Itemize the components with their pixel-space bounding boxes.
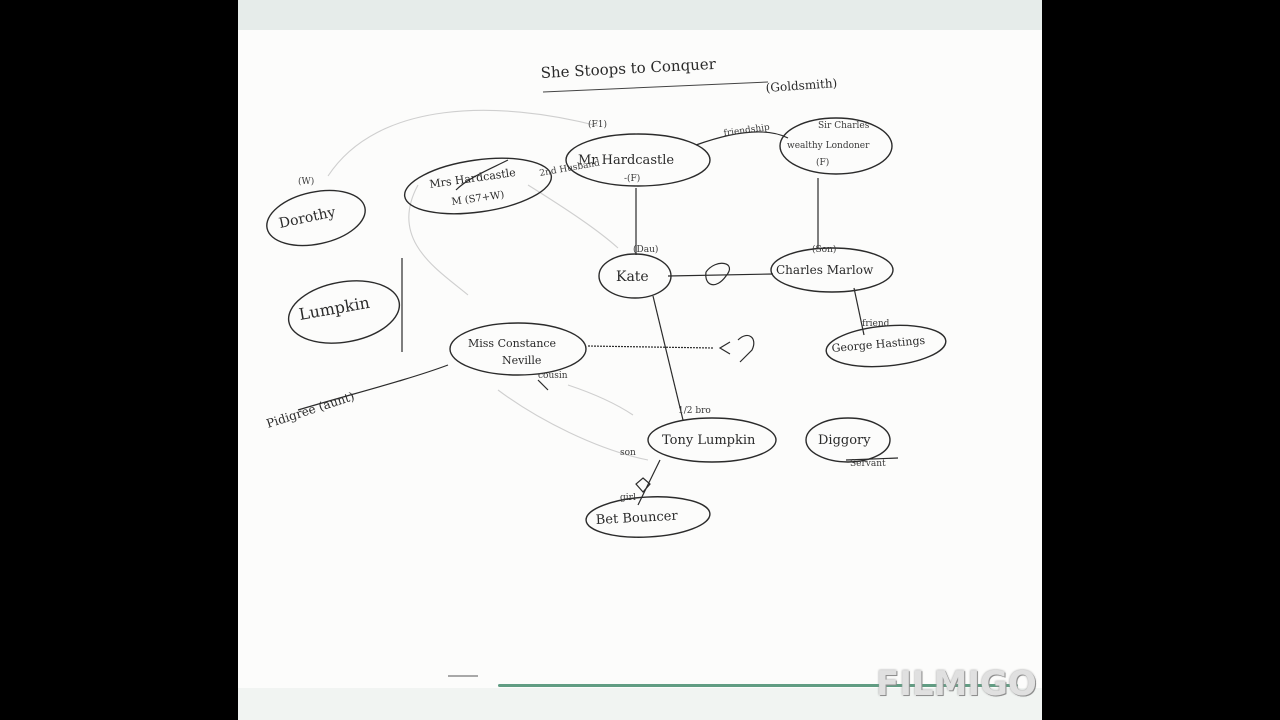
edge-kate-tony <box>652 295 684 421</box>
constance-label-1: Miss Constance <box>468 337 556 350</box>
node-sir-charles: Sir Charles wealthy Londoner (F) <box>779 117 893 175</box>
charles-marlow-label: Charles Marlow <box>776 263 874 277</box>
paper-sheet: She Stoops to Conquer (Goldsmith) <box>238 0 1042 720</box>
sir-charles-label-1: Sir Charles <box>818 121 870 131</box>
mr-hardcastle-tag-top: (F1) <box>588 119 607 130</box>
node-diggory: Diggory Servant <box>805 417 891 469</box>
mrs-hardcastle-label-2: M (S7+W) <box>451 190 505 208</box>
kate-tag: (Dau) <box>633 244 658 255</box>
label-pedigree: Pidigree (aunt) <box>265 389 357 431</box>
edge-faint-mrs-kate <box>527 184 619 249</box>
kate-label: Kate <box>616 269 649 285</box>
sir-charles-label-2: wealthy Londoner <box>787 141 870 151</box>
marker-tony-bet <box>635 477 651 493</box>
edge-constance-pedigree <box>297 364 449 411</box>
mrs-hardcastle-label-1: Mrs Hardcastle <box>429 166 517 191</box>
edge-faint-constance-tony-2 <box>567 384 634 416</box>
sir-charles-tag: (F) <box>816 157 829 168</box>
edge-constance-cousin-tick <box>537 379 549 391</box>
constance-tag: cousin <box>538 371 568 381</box>
bet-bouncer-label: Bet Bouncer <box>595 509 678 528</box>
diggory-tag: Servant <box>850 459 886 469</box>
edge-hardcastle-sircharles <box>695 131 789 146</box>
george-hastings-label: George Hastings <box>831 334 926 355</box>
charles-marlow-tag: (Son) <box>812 244 836 255</box>
edge-diggory-underline <box>845 457 899 461</box>
heart-constance-hastings-left <box>718 341 731 355</box>
dorothy-tag: (W) <box>298 176 314 187</box>
node-kate: Kate (Dau) <box>598 244 672 299</box>
filmigo-watermark: FILMIGO <box>876 664 1037 704</box>
heart-constance-hastings-right <box>737 335 755 363</box>
label-friendship: friendship <box>723 123 771 139</box>
node-mr-hardcastle: Mr Hardcastle (F1) -(F) <box>565 119 711 187</box>
edge-faint-mrs-lumpkin <box>408 184 469 296</box>
edge-constance-hastings <box>587 345 714 349</box>
tony-lumpkin-label: Tony Lumpkin <box>662 433 756 448</box>
node-charles-marlow: Charles Marlow (Son) <box>770 244 894 293</box>
edge-faint-constance-tony <box>497 389 649 461</box>
lumpkin-label: Lumpkin <box>297 293 371 324</box>
node-bet-bouncer: Bet Bouncer girl <box>585 493 711 538</box>
dorothy-label: Dorothy <box>278 204 337 232</box>
edge-kate-marlow <box>667 273 774 277</box>
edge-faint-dorothy-hardcastle <box>327 109 599 177</box>
node-george-hastings: George Hastings friend <box>825 319 947 368</box>
tony-lumpkin-tag-left: son <box>620 448 636 458</box>
diagram-author: (Goldsmith) <box>765 76 837 95</box>
constance-label-2: Neville <box>502 354 541 367</box>
heart-kate-marlow <box>705 262 730 286</box>
node-dorothy: Dorothy (W) <box>266 176 366 247</box>
george-hastings-tag: friend <box>862 319 890 329</box>
node-lumpkin: Lumpkin <box>287 280 401 344</box>
label-second-husband: 2nd Husband <box>539 158 601 178</box>
tony-lumpkin-tag-top: 1/2 bro <box>678 406 711 416</box>
node-mrs-hardcastle: Mrs Hardcastle M (S7+W) <box>403 157 553 215</box>
node-tony-lumpkin: Tony Lumpkin 1/2 bro son <box>620 406 777 463</box>
edge-marlow-hastings <box>853 287 865 336</box>
diggory-label: Diggory <box>818 433 871 448</box>
title-underline <box>542 81 769 93</box>
green-accent-line <box>498 684 1018 687</box>
edge-mrs-dorothy <box>455 159 509 191</box>
character-diagram: She Stoops to Conquer (Goldsmith) <box>265 55 947 677</box>
node-constance: Miss Constance Neville cousin <box>449 322 587 381</box>
bottom-strip <box>238 688 1042 720</box>
bet-bouncer-tag: girl <box>620 493 636 503</box>
diagram-title: She Stoops to Conquer <box>540 55 717 82</box>
mr-hardcastle-tag-bottom: -(F) <box>624 173 640 184</box>
top-bar <box>238 0 1042 30</box>
mr-hardcastle-label: Mr Hardcastle <box>578 153 674 168</box>
